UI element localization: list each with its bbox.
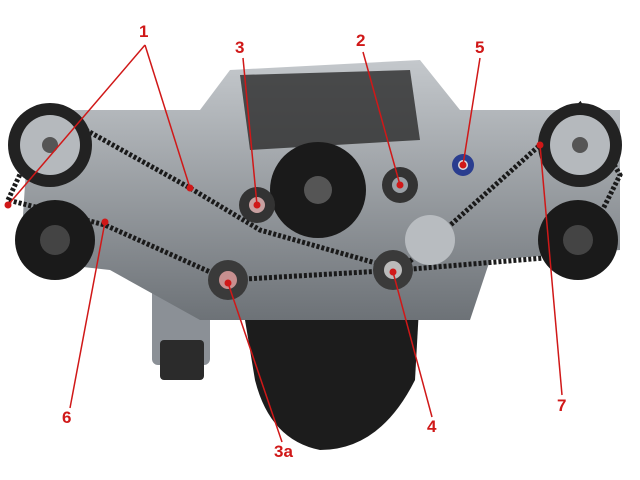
cam-pulley-right <box>538 103 622 187</box>
cam-pulley-lower-right <box>538 200 618 280</box>
crank-pulley <box>270 142 366 238</box>
cam-pulley-left <box>8 103 92 187</box>
cam-pulley-lower-left <box>15 200 95 280</box>
label-7: 7 <box>557 396 567 415</box>
label-6: 6 <box>62 408 72 427</box>
label-3: 3 <box>235 38 245 57</box>
leader-dots <box>4 141 544 287</box>
label-1: 1 <box>139 22 149 41</box>
label-2: 2 <box>356 31 366 50</box>
label-3a: 3a <box>274 442 293 461</box>
label-4: 4 <box>427 417 437 436</box>
oil-pan <box>240 290 420 450</box>
label-5: 5 <box>475 38 485 57</box>
leader-lines <box>7 44 563 443</box>
